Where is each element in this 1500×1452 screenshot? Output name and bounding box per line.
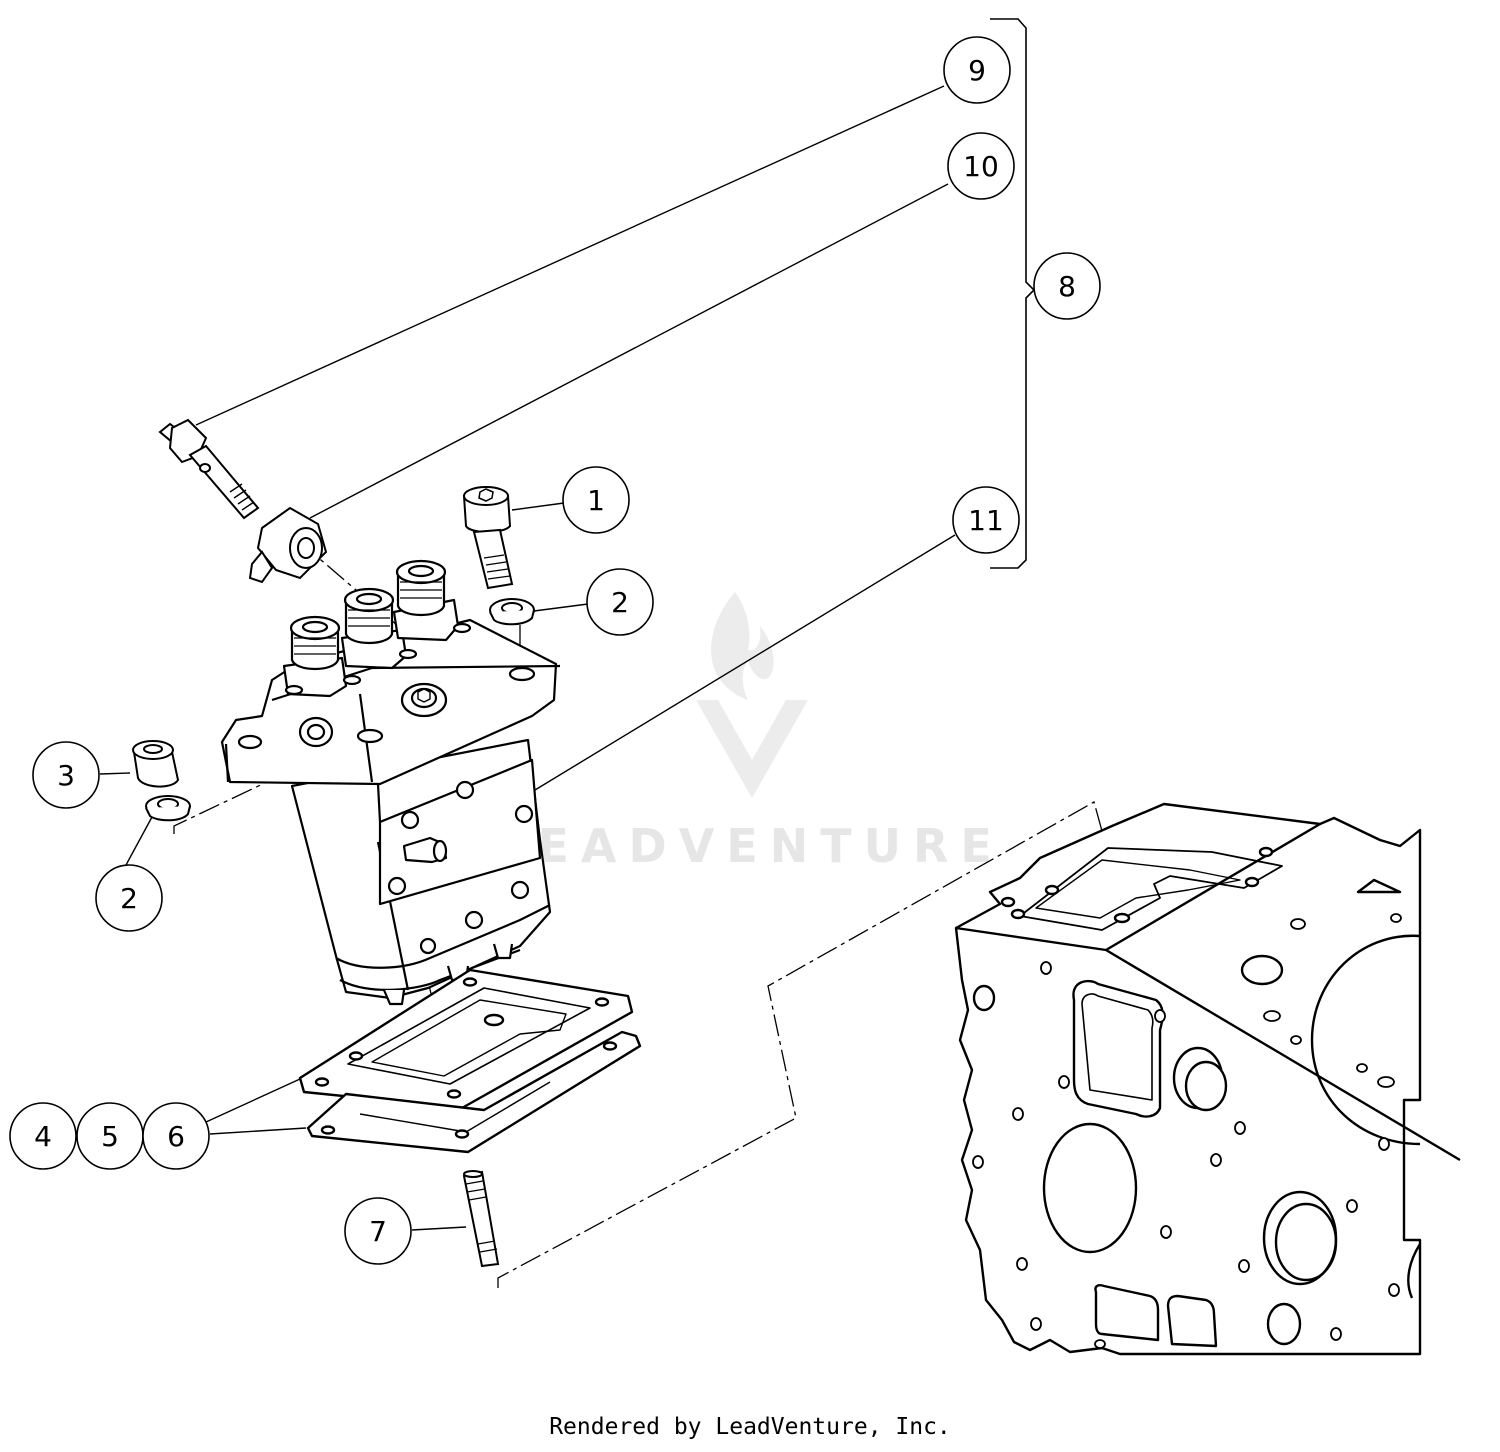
svg-text:10: 10 [963, 150, 999, 183]
svg-text:1: 1 [587, 484, 605, 517]
svg-text:7: 7 [369, 1215, 387, 1248]
callout-2-lower: 2 [95, 864, 163, 932]
part-2-washer-lower [145, 795, 191, 822]
leader-6a [205, 1078, 301, 1123]
svg-text:9: 9 [968, 54, 986, 87]
leader-9 [195, 85, 945, 426]
svg-text:11: 11 [968, 504, 1004, 537]
leader-lines [99, 85, 956, 1231]
part-10-banjo-fitting [248, 506, 328, 584]
watermark: LEADVENTURE [496, 592, 1004, 873]
leader-11 [534, 534, 956, 791]
svg-text:4: 4 [34, 1120, 52, 1153]
flame-v-logo-icon [696, 592, 808, 798]
leader-6b [209, 1127, 307, 1135]
injection-pump [220, 559, 561, 1006]
leader-1 [511, 502, 565, 511]
part-7-stud [462, 1170, 500, 1268]
svg-text:6: 6 [167, 1120, 185, 1153]
callout-11: 11 [952, 486, 1020, 554]
watermark-brand: LEADVENTURE [496, 819, 1004, 873]
callout-3: 3 [32, 741, 100, 809]
delivery-valve-middle [340, 587, 418, 670]
bracket-8 [990, 18, 1036, 569]
delivery-valve-left [282, 615, 362, 698]
leader-2a [533, 603, 589, 612]
leader-3 [99, 772, 131, 775]
gasket-lower [306, 1030, 642, 1154]
part-3-nut [132, 740, 180, 788]
footer-credit: Rendered by LeadVenture, Inc. [549, 1414, 951, 1440]
svg-text:8: 8 [1058, 270, 1076, 303]
callout-5: 5 [76, 1102, 144, 1170]
callout-10: 10 [947, 132, 1015, 200]
callout-1: 1 [562, 466, 630, 534]
part-1-cap-screw [462, 486, 514, 590]
leader-10 [309, 183, 949, 519]
callout-7: 7 [344, 1197, 412, 1265]
leader-7 [411, 1226, 467, 1231]
svg-text:5: 5 [101, 1120, 119, 1153]
callout-2-upper: 2 [586, 568, 654, 636]
svg-text:2: 2 [611, 586, 629, 619]
part-2-washer-upper [489, 598, 535, 626]
gasket-upper [298, 968, 634, 1110]
part-9-banjo-bolt [158, 418, 260, 520]
callout-4: 4 [9, 1102, 77, 1170]
engine-block [954, 802, 1461, 1356]
callout-8: 8 [1033, 252, 1101, 320]
leader-2b [125, 816, 153, 866]
callouts: 9 10 8 11 1 2 3 2 [9, 36, 1101, 1265]
callout-6: 6 [142, 1102, 210, 1170]
svg-text:3: 3 [57, 759, 75, 792]
svg-text:2: 2 [120, 882, 138, 915]
callout-9: 9 [943, 36, 1011, 104]
delivery-valve-right [392, 559, 472, 642]
